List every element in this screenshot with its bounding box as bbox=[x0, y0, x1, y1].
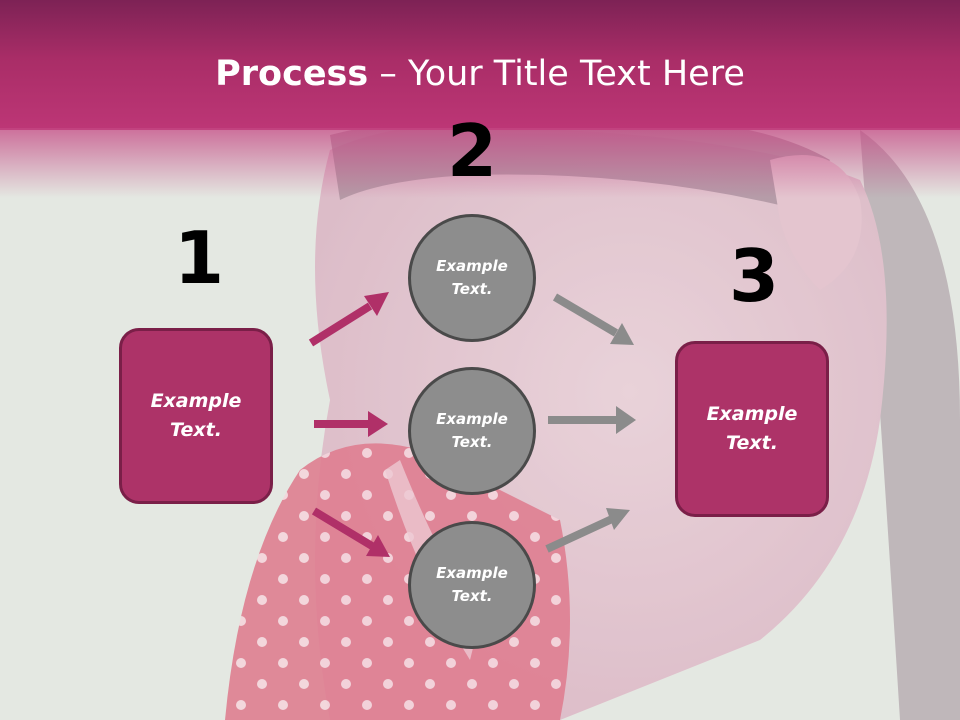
right-step-box-text: Example Text. bbox=[706, 403, 798, 454]
left-step-box-text: Example Text. bbox=[150, 390, 242, 441]
step-number-1: 1 bbox=[173, 216, 225, 300]
header-fade bbox=[0, 128, 960, 198]
circle-node-top: Example Text. bbox=[408, 214, 536, 342]
arrow-right-pink bbox=[314, 411, 388, 437]
header-band bbox=[0, 0, 960, 130]
step-number-2: 2 bbox=[446, 109, 498, 193]
circle-node-top-text: Example Text. bbox=[436, 257, 508, 298]
step-number-3: 3 bbox=[728, 234, 780, 318]
slide-title: Process – Your Title Text Here bbox=[0, 52, 960, 96]
left-step-box: Example Text. bbox=[119, 328, 273, 504]
title-bold: Process bbox=[215, 54, 369, 94]
arrow-up-right-gray bbox=[545, 508, 630, 553]
circle-node-middle-text: Example Text. bbox=[436, 410, 508, 451]
circle-node-middle: Example Text. bbox=[408, 367, 536, 495]
arrow-down-right-pink bbox=[311, 507, 390, 557]
arrow-down-right-gray bbox=[552, 293, 634, 345]
right-step-box: Example Text. bbox=[675, 341, 829, 517]
arrow-right-gray bbox=[548, 406, 636, 434]
circle-node-bottom-text: Example Text. bbox=[436, 564, 508, 605]
title-rest: – Your Title Text Here bbox=[368, 54, 745, 94]
arrow-up-right-pink bbox=[308, 292, 389, 347]
circle-node-bottom: Example Text. bbox=[408, 521, 536, 649]
